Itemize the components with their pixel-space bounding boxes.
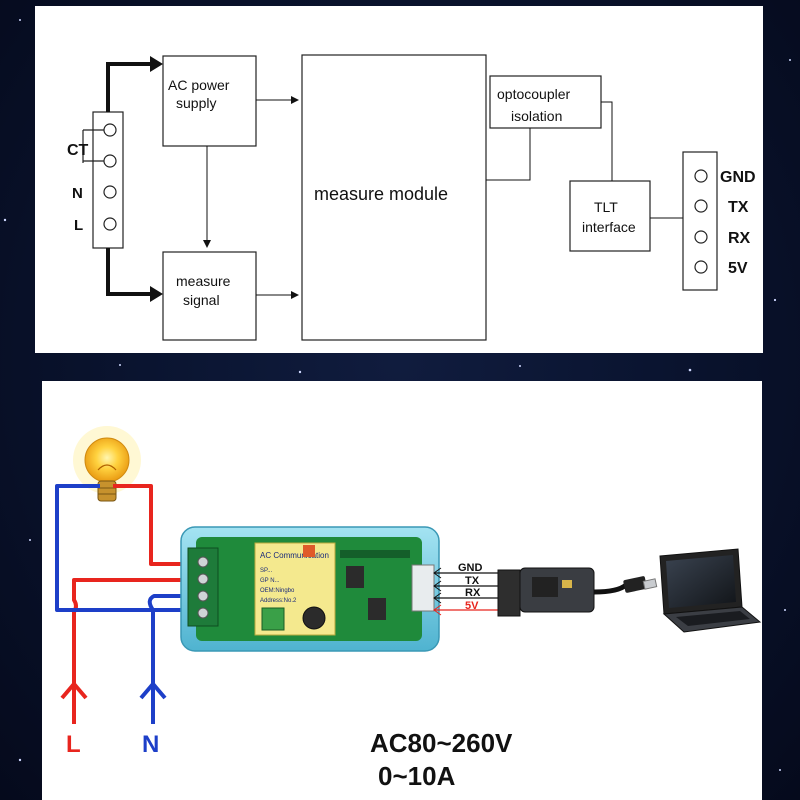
usb-ttl-adapter bbox=[497, 567, 658, 617]
ttl-interface-label-line1: TLT bbox=[594, 199, 618, 215]
arrowhead bbox=[433, 604, 442, 616]
ac-power-supply-label-line1: AC power bbox=[168, 77, 230, 93]
output-pin bbox=[694, 169, 708, 183]
power-meter-module: AC Communication SP... GP N... OEM:Ningb… bbox=[180, 526, 440, 652]
module-trace bbox=[340, 550, 410, 558]
module-chip bbox=[368, 598, 386, 620]
output-pin-label-tx: TX bbox=[728, 199, 749, 216]
neutral-wire-main bbox=[147, 594, 184, 694]
light-bulb-icon bbox=[73, 426, 141, 502]
arrowhead bbox=[433, 580, 442, 592]
terminal-screw bbox=[197, 573, 209, 585]
measure-module-block bbox=[301, 54, 487, 341]
serial-label-tx: TX bbox=[465, 575, 480, 587]
module-sticker-symbol bbox=[261, 607, 285, 631]
module-component bbox=[303, 545, 315, 557]
terminal-screw bbox=[197, 590, 209, 602]
line-label-live: L bbox=[66, 731, 81, 758]
output-pin bbox=[694, 260, 708, 274]
live-up-arrow bbox=[60, 680, 88, 700]
terminal-screw bbox=[103, 154, 117, 168]
usb-plug-metal bbox=[642, 578, 658, 590]
adapter-pin-header bbox=[497, 569, 521, 617]
module-label-title: AC Communication bbox=[260, 551, 329, 560]
line-label-neutral: N bbox=[142, 731, 159, 758]
input-arrow-to-measure-signal bbox=[106, 248, 152, 296]
serial-label-5v: 5V bbox=[465, 600, 479, 612]
terminal-screw bbox=[197, 607, 209, 619]
module-output-header bbox=[411, 564, 435, 612]
arrowhead bbox=[150, 56, 163, 72]
ttl-interface-block bbox=[569, 180, 651, 252]
spec-voltage: AC80~260V bbox=[370, 728, 513, 758]
terminal-screw bbox=[103, 185, 117, 199]
output-pin bbox=[694, 199, 708, 213]
terminal-screw bbox=[103, 217, 117, 231]
adapter-component bbox=[562, 580, 572, 588]
module-chip bbox=[346, 566, 364, 588]
optocoupler-to-ttl-line bbox=[601, 101, 613, 181]
module-label-line: Address:No.2 bbox=[260, 598, 297, 604]
arrowhead bbox=[150, 286, 163, 302]
output-pin-label-5v: 5V bbox=[728, 260, 748, 277]
neutral-wire-lamp bbox=[55, 484, 184, 612]
measure-signal-label-line2: signal bbox=[183, 292, 220, 308]
module-label-line: GP N... bbox=[260, 578, 280, 584]
neutral-up-arrow bbox=[139, 680, 167, 700]
output-pin-label-rx: RX bbox=[728, 230, 751, 247]
optocoupler-label-line1: optocoupler bbox=[497, 86, 571, 102]
measure-module-label: measure module bbox=[314, 184, 448, 204]
ac-power-supply-label-line2: supply bbox=[176, 95, 216, 111]
live-wire-lamp bbox=[113, 484, 184, 566]
spec-current: 0~10A bbox=[378, 761, 456, 791]
output-pin-label-gnd: GND bbox=[720, 169, 756, 186]
terminal-label-n: N bbox=[72, 185, 83, 202]
input-arrow-to-power-supply bbox=[106, 62, 152, 112]
module-label-line: OEM:Ningbo bbox=[260, 588, 295, 594]
serial-wires: GND TX RX 5V bbox=[433, 562, 498, 616]
wiring-illustration-panel: L N AC Communication SP... GP N... OEM:N… bbox=[42, 381, 762, 800]
laptop-keyboard bbox=[676, 611, 750, 626]
terminal-screw bbox=[103, 123, 117, 137]
ct-bracket bbox=[82, 129, 104, 163]
laptop-screen bbox=[666, 555, 736, 608]
optocoupler-label-line2: isolation bbox=[511, 108, 562, 124]
module-capacitor bbox=[302, 606, 326, 630]
ttl-interface-label-line2: interface bbox=[582, 219, 636, 235]
module-label-line: SP... bbox=[260, 568, 273, 574]
arrowhead bbox=[433, 567, 442, 579]
module-to-optocoupler-line bbox=[486, 128, 531, 181]
neutral-wires bbox=[55, 484, 184, 694]
arrowhead bbox=[433, 592, 442, 604]
output-pin bbox=[694, 230, 708, 244]
adapter-chip bbox=[532, 577, 558, 597]
input-terminal-block: CT N L bbox=[67, 111, 124, 249]
terminal-label-l: L bbox=[74, 217, 83, 234]
usb-plug bbox=[623, 576, 647, 593]
ac-power-supply-block bbox=[162, 55, 257, 147]
block-diagram-panel: CT N L AC power supply measure signal me… bbox=[35, 6, 763, 353]
terminal-screw bbox=[197, 556, 209, 568]
terminal-label-ct: CT bbox=[67, 142, 89, 159]
measure-signal-label-line1: measure bbox=[176, 273, 231, 289]
measure-signal-block bbox=[162, 251, 257, 341]
serial-label-gnd: GND bbox=[458, 562, 483, 574]
serial-label-rx: RX bbox=[465, 587, 481, 599]
laptop-icon bbox=[659, 548, 762, 633]
